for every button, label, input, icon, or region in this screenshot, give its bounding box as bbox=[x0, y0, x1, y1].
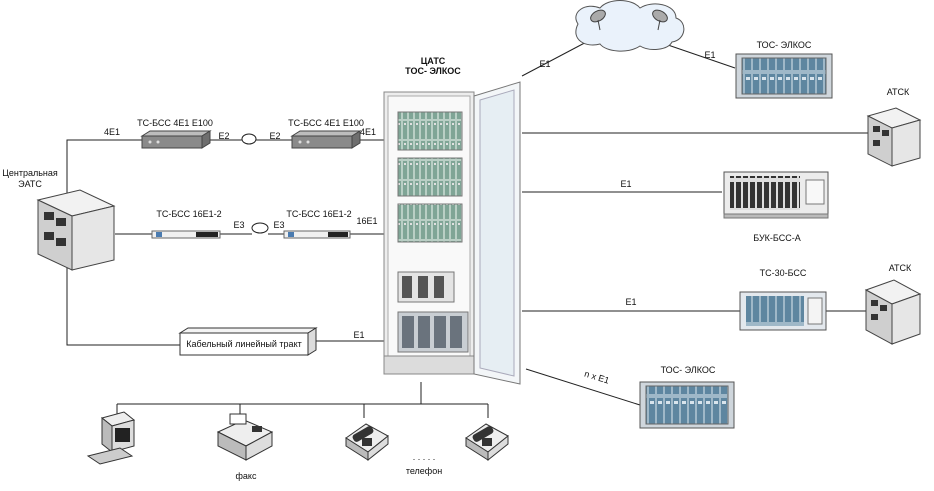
computer-icon bbox=[86, 411, 136, 465]
central-exchange-label-line1: Центральная bbox=[2, 168, 58, 178]
ts-30-bss-device-icon bbox=[739, 291, 827, 331]
atsk-top-server-icon bbox=[866, 107, 922, 167]
link-central-cable bbox=[66, 268, 180, 346]
fax-icon bbox=[216, 413, 274, 461]
mux2-right-label: ТС-БСС 16Е1-2 bbox=[286, 209, 351, 219]
fax-label: факс bbox=[236, 471, 257, 481]
link-label-e1-tos-top: Е1 bbox=[704, 50, 715, 60]
link-label-e1-cloud: Е1 bbox=[539, 59, 550, 69]
atsk-bottom-label: АТСК bbox=[889, 263, 912, 273]
dots-label: . . . . . bbox=[413, 452, 436, 462]
link-label-e2-left: Е2 bbox=[218, 131, 229, 141]
tos-elkos-bottom-label: ТОС- ЭЛКОС bbox=[661, 365, 716, 375]
ts-30-bss-label: ТС-30-БСС bbox=[760, 268, 807, 278]
link-cats-cloud bbox=[521, 37, 595, 77]
tos-elkos-top-chassis-icon bbox=[735, 53, 833, 99]
link-label-e1-ts30: Е1 bbox=[625, 297, 636, 307]
telephone-icon bbox=[465, 423, 509, 462]
satellite-cloud-icon bbox=[575, 0, 685, 52]
link-label-16e1: 16Е1 bbox=[356, 216, 377, 226]
link-label-4e1-right: 4Е1 bbox=[360, 127, 376, 137]
link-label-4e1-left: 4Е1 bbox=[104, 127, 120, 137]
central-exchange-label-line2: ЭАТС bbox=[18, 179, 42, 189]
fiber-coil-icon bbox=[251, 222, 269, 234]
link-label-n-x-e1: n x Е1 bbox=[583, 369, 610, 386]
mux2-right-device-icon bbox=[283, 230, 351, 239]
mux1-right-label: ТС-БСС 4Е1 Е100 bbox=[288, 118, 364, 128]
link-label-e3-left: Е3 bbox=[233, 220, 244, 230]
mux2-left-label: ТС-БСС 16Е1-2 bbox=[156, 209, 221, 219]
mux1-right-device-icon bbox=[290, 130, 362, 149]
satellite-dish-icon bbox=[590, 9, 606, 31]
satellite-dish-icon bbox=[652, 9, 668, 31]
tos-elkos-top-label: ТОС- ЭЛКОС bbox=[757, 40, 812, 50]
link-cloud-tos bbox=[667, 44, 736, 69]
link-label-e2-right: Е2 bbox=[269, 131, 280, 141]
tos-elkos-bottom-chassis-icon bbox=[639, 381, 735, 429]
central-exchange-server-icon bbox=[36, 189, 116, 271]
link-cats-tos-bottom bbox=[525, 368, 641, 406]
cats-subtitle: ТОС- ЭЛКОС bbox=[405, 66, 461, 76]
atsk-bottom-server-icon bbox=[864, 279, 922, 345]
fiber-coil-icon bbox=[241, 133, 257, 145]
connection-lines bbox=[66, 37, 868, 418]
buk-bss-a-device-icon bbox=[723, 171, 829, 219]
telephone-icon bbox=[345, 423, 389, 462]
link-label-e1-cable: Е1 bbox=[353, 330, 364, 340]
cable-tract-label: Кабельный линейный тракт bbox=[186, 339, 301, 349]
mux2-left-device-icon bbox=[151, 230, 221, 239]
link-label-e3-right: Е3 bbox=[273, 220, 284, 230]
mux1-left-device-icon bbox=[140, 130, 212, 149]
buk-bss-a-label: БУК-БСС-А bbox=[753, 233, 800, 243]
cats-title: ЦАТС bbox=[421, 56, 446, 66]
telephone-label: телефон bbox=[406, 466, 442, 476]
cats-rack-cabinet-icon bbox=[383, 81, 521, 385]
link-label-e1-buk: Е1 bbox=[620, 179, 631, 189]
mux1-left-label: ТС-БСС 4Е1 Е100 bbox=[137, 118, 213, 128]
link-central-mux1 bbox=[66, 139, 142, 196]
atsk-top-label: АТСК bbox=[887, 87, 910, 97]
cable-tract-box bbox=[178, 327, 318, 356]
